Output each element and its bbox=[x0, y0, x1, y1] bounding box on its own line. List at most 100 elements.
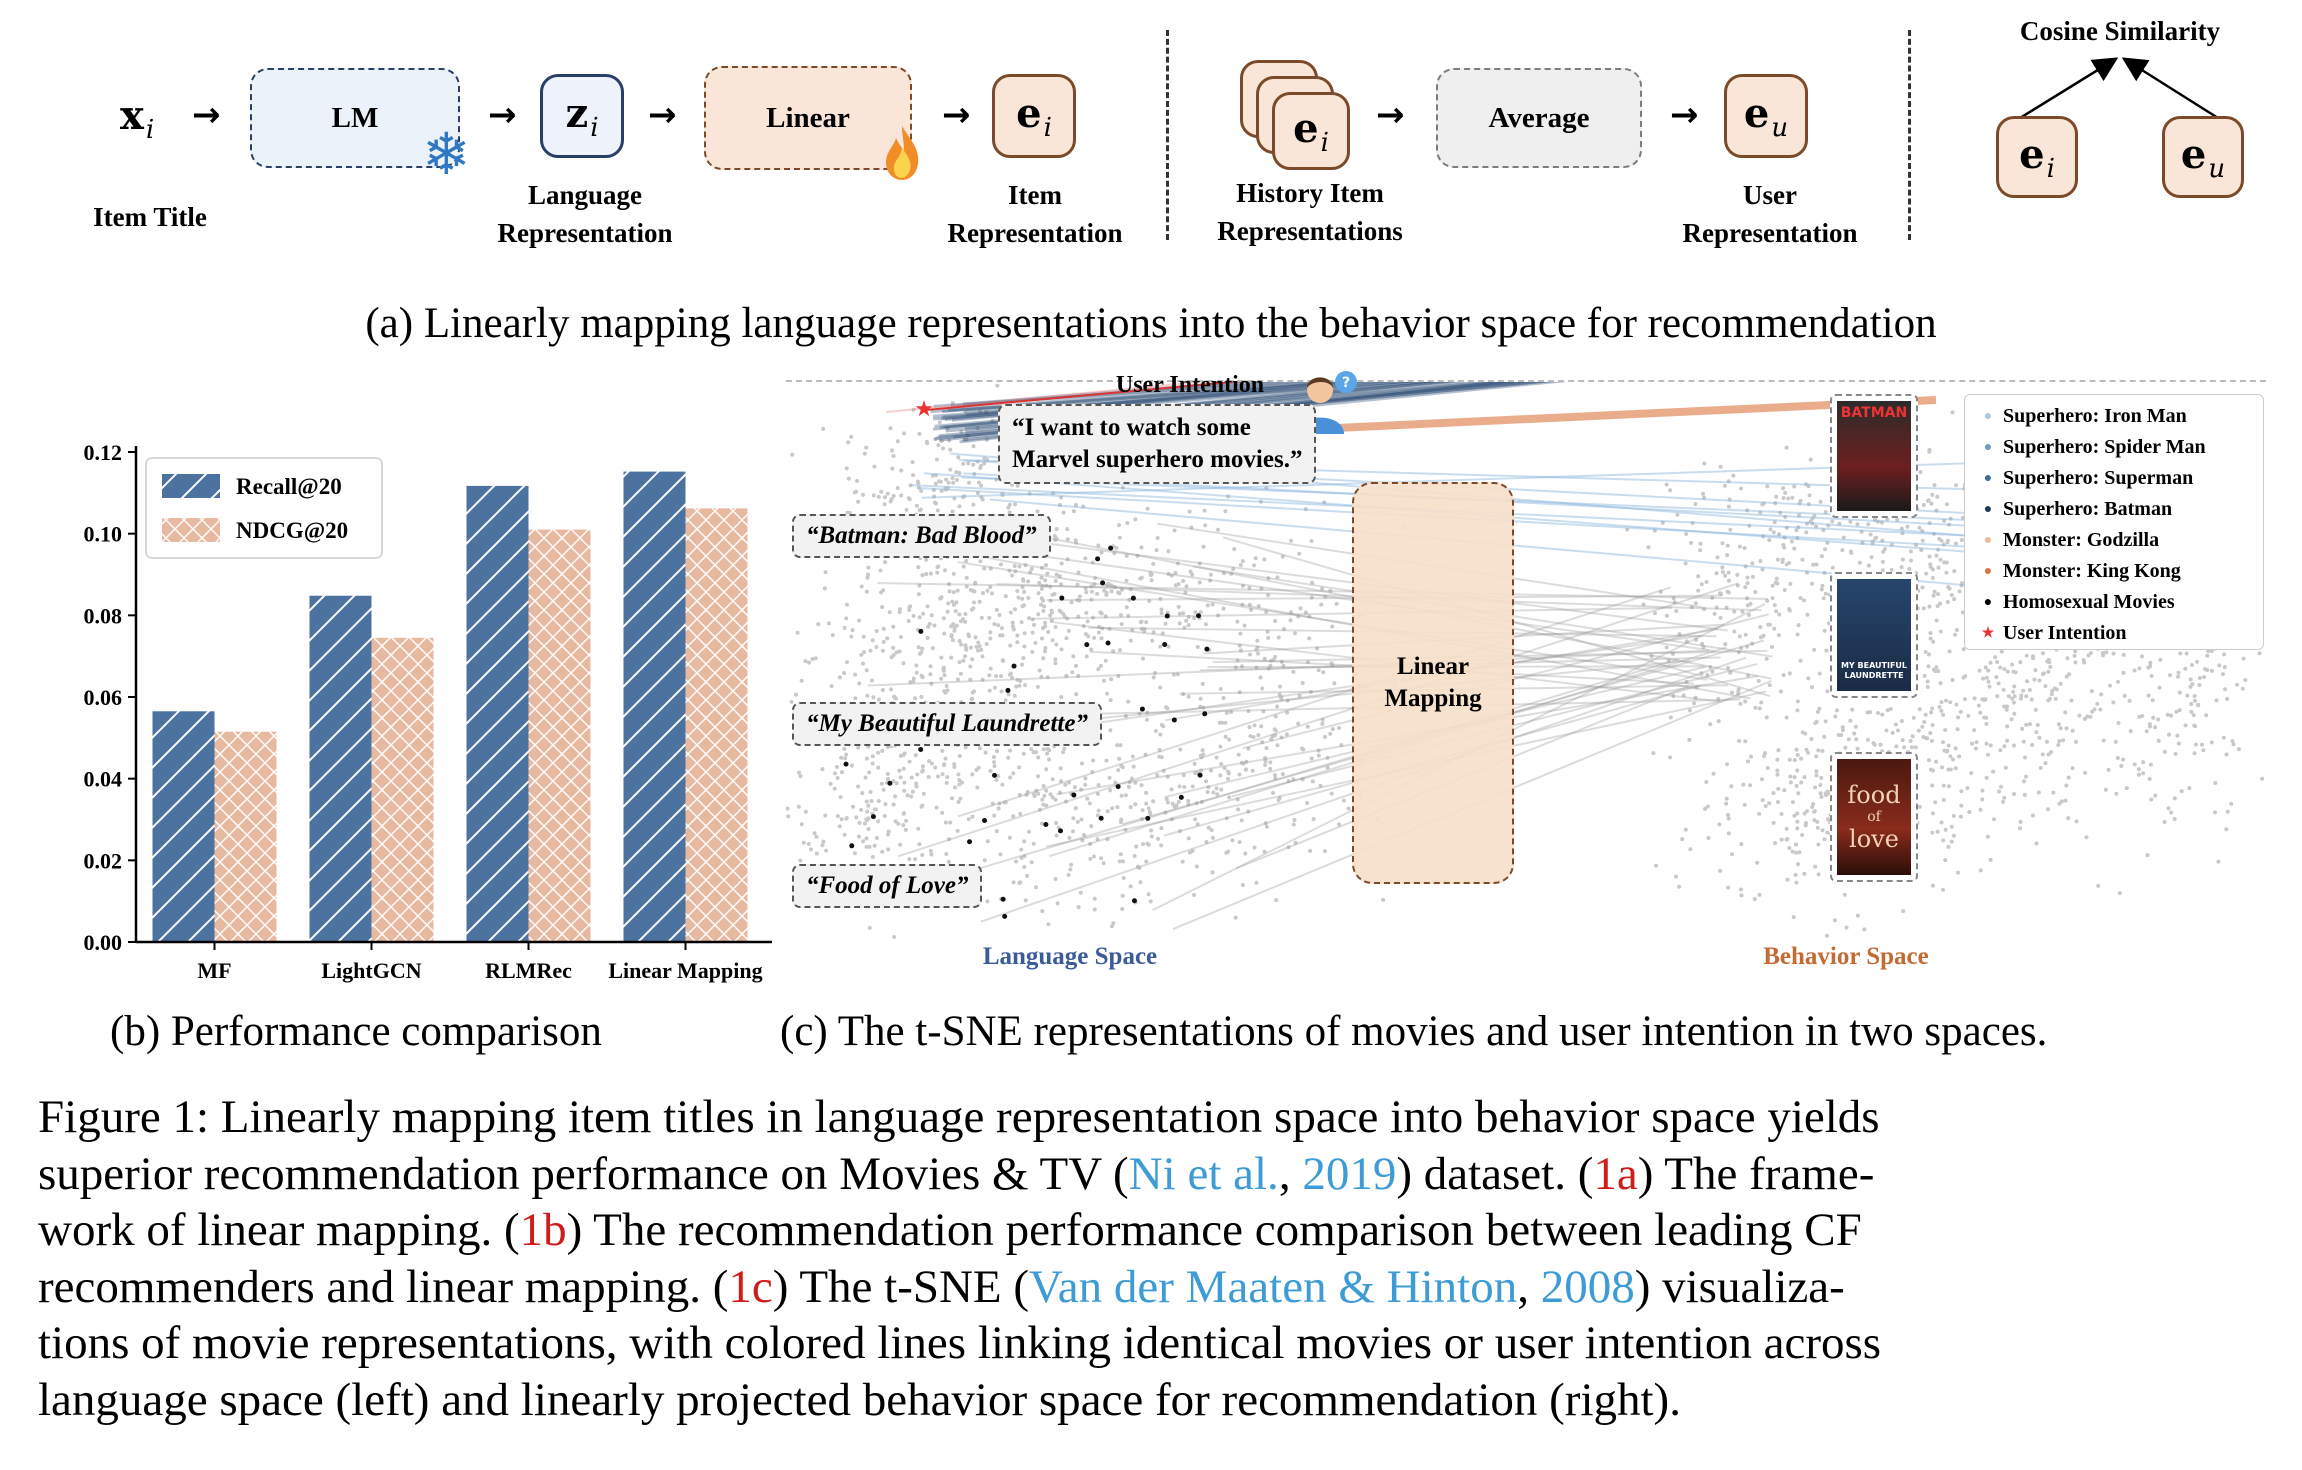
ref-1b[interactable]: 1b bbox=[519, 1204, 567, 1256]
tsne-point bbox=[958, 671, 963, 676]
tsne-point bbox=[1646, 545, 1651, 550]
tsne-point bbox=[1036, 755, 1041, 760]
tsne-point bbox=[1064, 799, 1069, 804]
ref-1c[interactable]: 1c bbox=[728, 1260, 773, 1313]
tsne-point bbox=[2187, 786, 2192, 791]
tsne-point bbox=[1262, 656, 1267, 661]
tsne-point bbox=[946, 859, 951, 864]
tsne-point bbox=[2223, 687, 2228, 692]
tsne-point bbox=[1952, 632, 1957, 637]
tsne-point bbox=[1151, 630, 1156, 635]
legend-label: Recall@20 bbox=[236, 474, 342, 500]
tsne-point bbox=[1952, 597, 1957, 602]
tsne-point bbox=[1000, 658, 1005, 663]
tsne-point bbox=[2001, 799, 2006, 804]
tsne-point bbox=[979, 463, 984, 468]
tsne-point bbox=[1693, 695, 1698, 700]
tsne-point bbox=[988, 566, 993, 571]
tsne-point bbox=[1161, 724, 1166, 729]
tsne-point bbox=[915, 772, 920, 777]
tsne-point bbox=[1885, 708, 1890, 713]
tsne-point bbox=[1726, 590, 1731, 595]
tsne-point bbox=[2044, 739, 2049, 744]
tsne-point bbox=[1930, 811, 1935, 816]
tsne-point bbox=[844, 602, 849, 607]
tsne-point bbox=[939, 676, 944, 681]
tsne-point bbox=[1243, 767, 1248, 772]
tsne-point bbox=[1084, 654, 1089, 659]
tsne-point bbox=[1099, 636, 1104, 641]
tsne-point bbox=[1931, 593, 1936, 598]
tsne-point bbox=[1042, 604, 1047, 609]
tsne-point bbox=[911, 613, 916, 618]
tsne-point bbox=[949, 655, 954, 660]
tsne-point bbox=[1120, 485, 1125, 490]
tsne-point bbox=[1186, 694, 1191, 699]
behavior-space-label: Behavior Space bbox=[1763, 943, 1929, 970]
tsne-point bbox=[1987, 684, 1992, 689]
tsne-point bbox=[1201, 544, 1206, 549]
tsne-point bbox=[1036, 591, 1041, 596]
tsne-point bbox=[978, 409, 983, 414]
tsne-point bbox=[1237, 690, 1242, 695]
tsne-point bbox=[882, 502, 887, 507]
homosexual-point bbox=[1164, 613, 1170, 619]
tsne-point bbox=[886, 829, 891, 834]
tsne-point bbox=[887, 610, 892, 615]
tsne-point bbox=[1320, 717, 1325, 722]
tsne-point bbox=[1266, 576, 1271, 581]
tsne-point bbox=[1071, 654, 1076, 659]
tsne-point bbox=[1108, 698, 1113, 703]
tsne-point bbox=[1946, 522, 1951, 527]
tsne-point bbox=[1158, 644, 1163, 649]
tsne-point bbox=[2149, 673, 2154, 678]
tsne-point bbox=[970, 772, 975, 777]
tsne-point bbox=[864, 589, 869, 594]
tsne-point bbox=[1089, 584, 1094, 589]
tsne-point bbox=[1141, 842, 1146, 847]
linear-box: Linear bbox=[704, 66, 912, 170]
citation-vdm[interactable]: Van der Maaten & Hinton bbox=[1029, 1260, 1518, 1313]
tsne-point bbox=[891, 802, 896, 807]
tsne-point bbox=[971, 444, 976, 449]
homosexual-point bbox=[1098, 815, 1104, 821]
tsne-point bbox=[1002, 800, 1007, 805]
tsne-point bbox=[1101, 861, 1106, 866]
link-gray bbox=[1000, 634, 1702, 738]
tsne-point bbox=[1840, 728, 1845, 733]
tsne-point bbox=[1956, 870, 1961, 875]
tsne-point bbox=[1670, 651, 1675, 656]
tsne-point bbox=[985, 588, 990, 593]
tsne-point bbox=[864, 836, 869, 841]
citation-ni-year[interactable]: 2019 bbox=[1302, 1147, 1397, 1200]
tsne-point bbox=[1955, 727, 1960, 732]
tsne-point bbox=[1031, 750, 1036, 755]
tsne-point bbox=[1936, 669, 1941, 674]
citation-ni[interactable]: Ni et al. bbox=[1128, 1147, 1279, 1200]
citation-vdm-year[interactable]: 2008 bbox=[1540, 1260, 1635, 1313]
tsne-point bbox=[2009, 717, 2014, 722]
tsne-point bbox=[852, 851, 857, 856]
tsne-point bbox=[948, 447, 953, 452]
tsne-point bbox=[2132, 762, 2137, 767]
tsne-point bbox=[1041, 783, 1046, 788]
tsne-point bbox=[1112, 585, 1117, 590]
tsne-point bbox=[1664, 645, 1669, 650]
tsne-point bbox=[1165, 706, 1170, 711]
tsne-point bbox=[1959, 537, 1964, 542]
tsne-point bbox=[1053, 624, 1058, 629]
tsne-point bbox=[1988, 857, 1993, 862]
tsne-point bbox=[904, 507, 909, 512]
tsne-point bbox=[1244, 759, 1249, 764]
tsne-point bbox=[954, 600, 959, 605]
tsne-point bbox=[842, 832, 847, 837]
tsne-point bbox=[1022, 589, 1027, 594]
tsne-point bbox=[2059, 799, 2064, 804]
tsne-point bbox=[1058, 779, 1063, 784]
tsne-point bbox=[837, 675, 842, 680]
tsne-point bbox=[1710, 669, 1715, 674]
tsne-point bbox=[1671, 596, 1676, 601]
ref-1a[interactable]: 1a bbox=[1593, 1147, 1638, 1200]
tsne-point bbox=[1694, 637, 1699, 642]
tsne-point bbox=[1073, 663, 1078, 668]
